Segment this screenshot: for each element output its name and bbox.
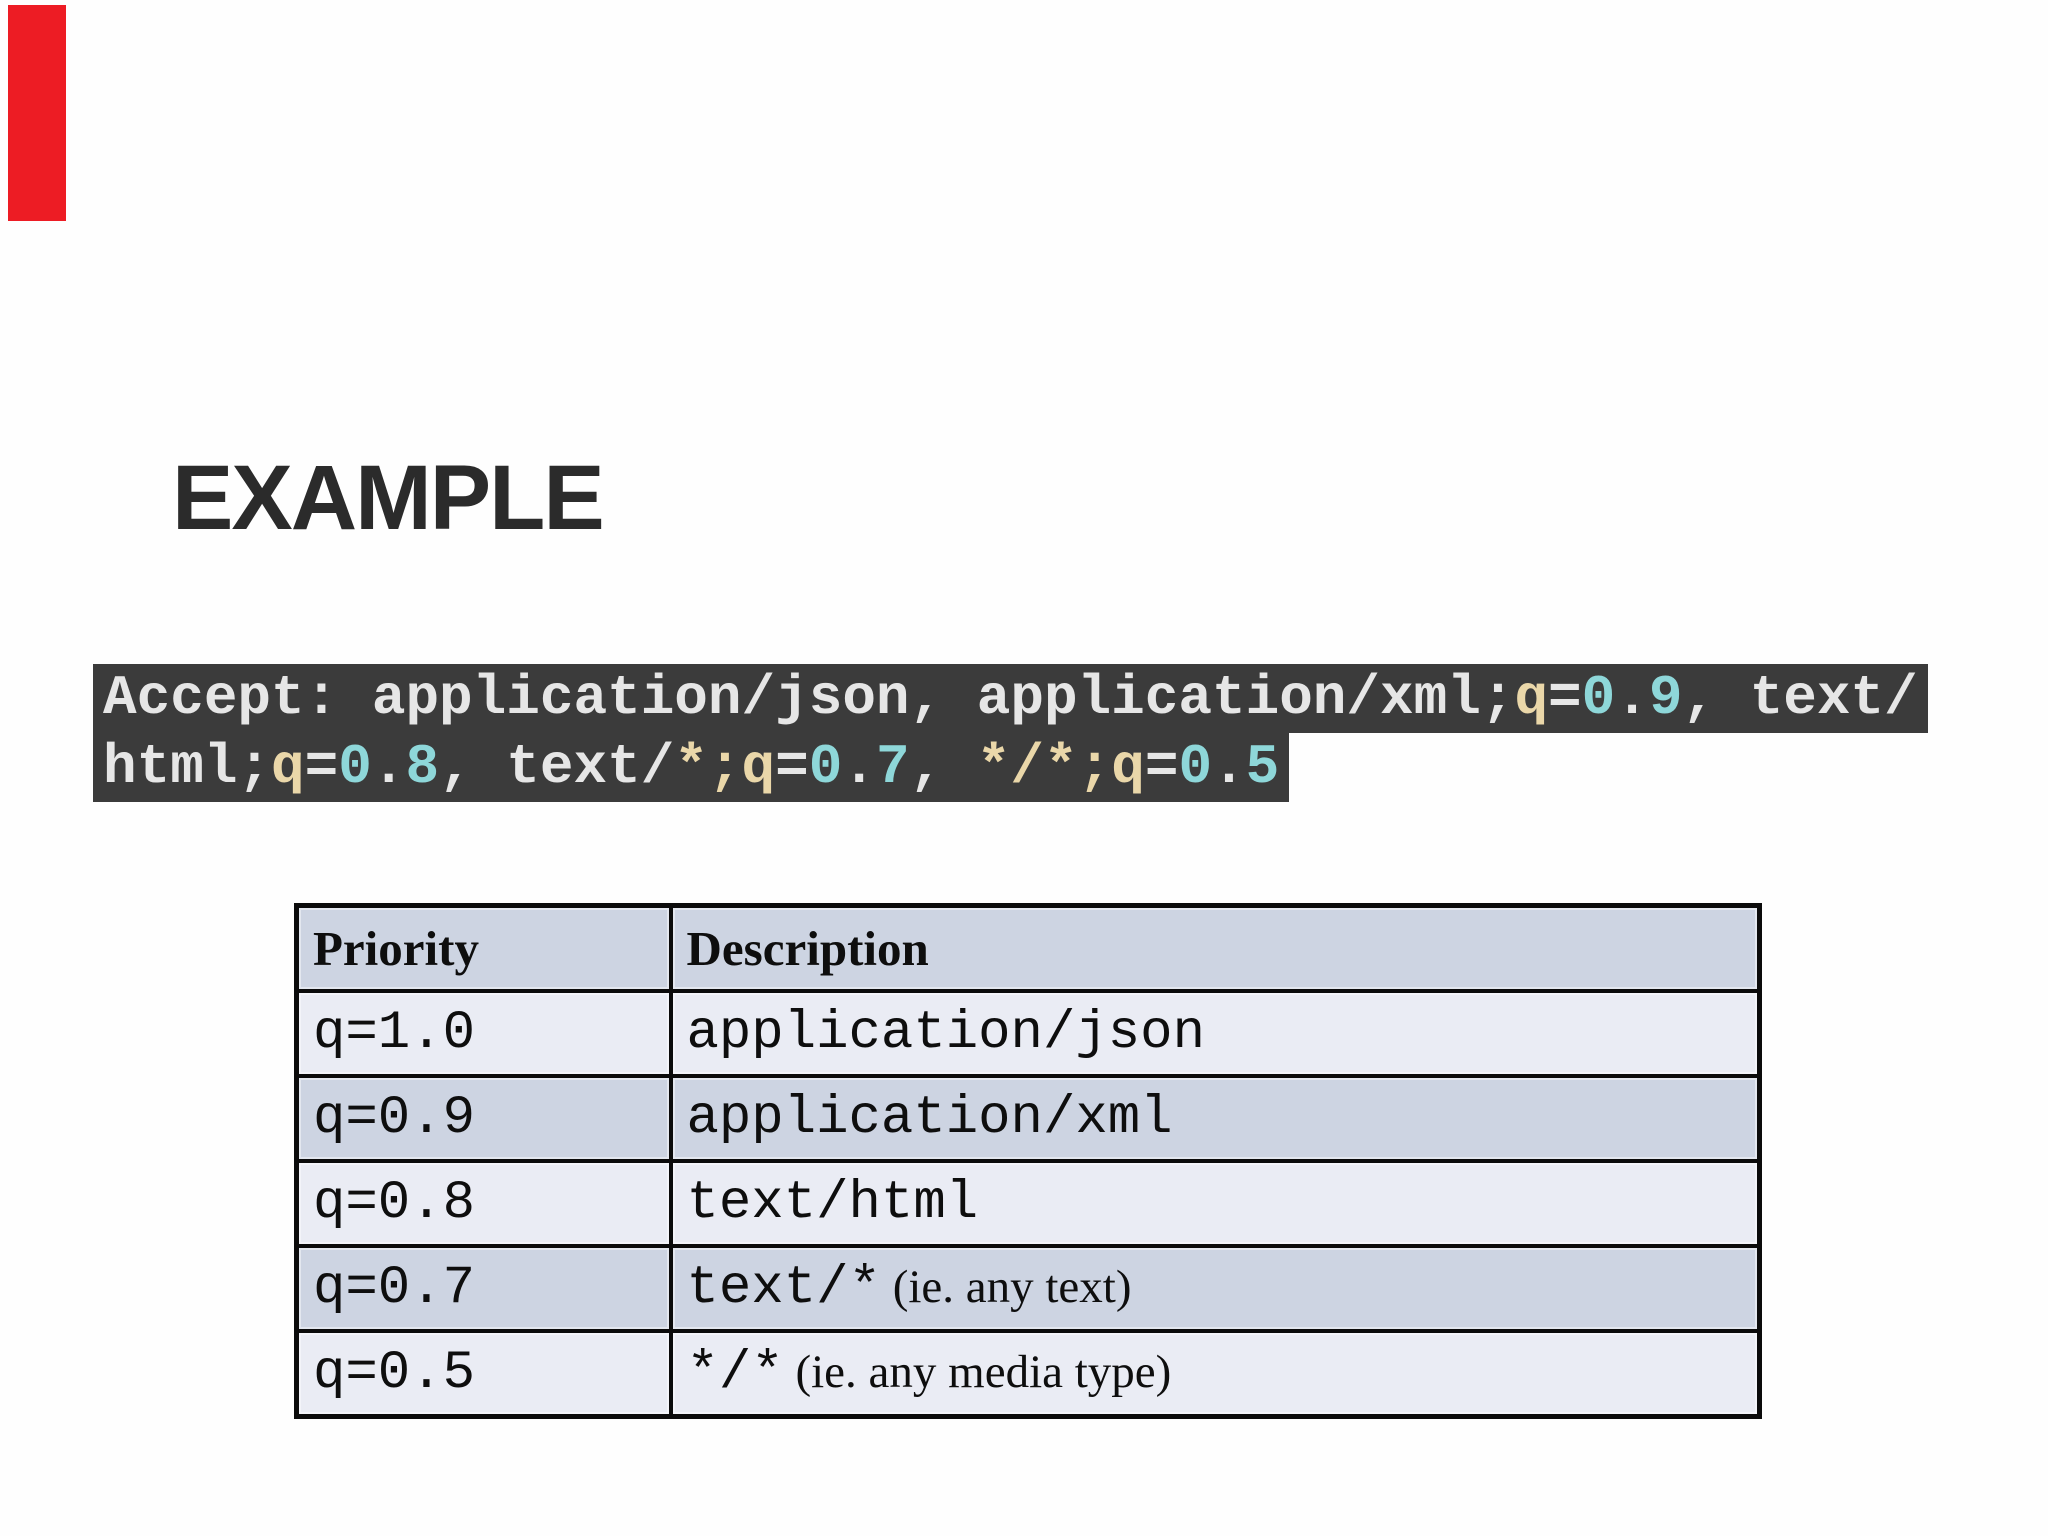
priority-cell: q=0.8 bbox=[294, 1159, 673, 1248]
media-type-text: application/xml bbox=[686, 1088, 1173, 1149]
priority-cell: q=0.9 bbox=[294, 1074, 673, 1163]
code-token: q bbox=[271, 735, 305, 799]
code-token: 0 bbox=[1178, 735, 1213, 799]
code-token: , bbox=[909, 735, 977, 799]
media-type-note: (ie. any text) bbox=[880, 1261, 1132, 1313]
code-token: . bbox=[1212, 735, 1246, 799]
code-token: 7 bbox=[875, 735, 910, 799]
code-token: *; bbox=[674, 735, 742, 799]
description-cell: application/xml bbox=[668, 1074, 1762, 1163]
code-token: = bbox=[1144, 735, 1179, 799]
table-header-row: Priority Description bbox=[294, 903, 1762, 993]
code-line: Accept: application/json, application/xm… bbox=[93, 664, 1928, 733]
code-token: , text/ bbox=[439, 735, 675, 799]
code-token: . bbox=[842, 735, 876, 799]
description-cell: text/* (ie. any text) bbox=[668, 1244, 1762, 1333]
priority-cell: q=0.7 bbox=[294, 1244, 673, 1333]
code-line: html;q=0.8, text/*;q=0.7, */*;q=0.5 bbox=[93, 733, 1290, 802]
media-type-text: text/* bbox=[686, 1258, 881, 1319]
media-type-text: text/html bbox=[686, 1173, 979, 1234]
code-token: = bbox=[304, 735, 339, 799]
code-token: = bbox=[775, 735, 809, 799]
code-token: , text/ bbox=[1682, 666, 1918, 730]
code-token: 9 bbox=[1648, 666, 1683, 730]
code-token: = bbox=[1548, 666, 1582, 730]
code-token: */*; bbox=[976, 735, 1112, 799]
description-cell: */* (ie. any media type) bbox=[668, 1329, 1762, 1419]
code-token: 8 bbox=[405, 735, 440, 799]
description-cell: application/json bbox=[668, 989, 1762, 1078]
code-token: 0 bbox=[808, 735, 843, 799]
description-header: Description bbox=[668, 903, 1762, 993]
description-cell: text/html bbox=[668, 1159, 1762, 1248]
code-token: 0 bbox=[338, 735, 372, 799]
red-accent-bar bbox=[8, 5, 66, 221]
priority-header: Priority bbox=[294, 903, 673, 993]
media-type-text: application/json bbox=[686, 1003, 1205, 1064]
code-token: q bbox=[741, 735, 776, 799]
media-type-note: (ie. any media type) bbox=[783, 1346, 1172, 1398]
code-token: . bbox=[1615, 666, 1649, 730]
code-token: html; bbox=[103, 735, 272, 799]
code-token: Accept: application/json, application/xm… bbox=[103, 666, 1515, 730]
table-row: q=0.5*/* (ie. any media type) bbox=[294, 1329, 1762, 1419]
slide-title: EXAMPLE bbox=[172, 447, 605, 549]
code-block: Accept: application/json, application/xm… bbox=[93, 664, 1928, 802]
media-type-text: */* bbox=[686, 1343, 784, 1404]
code-token: q bbox=[1111, 735, 1145, 799]
code-token: . bbox=[371, 735, 406, 799]
priority-cell: q=0.5 bbox=[294, 1329, 673, 1419]
code-token: 5 bbox=[1245, 735, 1280, 799]
code-token: 0 bbox=[1581, 666, 1616, 730]
code-token: q bbox=[1514, 666, 1549, 730]
priority-cell: q=1.0 bbox=[294, 989, 673, 1078]
